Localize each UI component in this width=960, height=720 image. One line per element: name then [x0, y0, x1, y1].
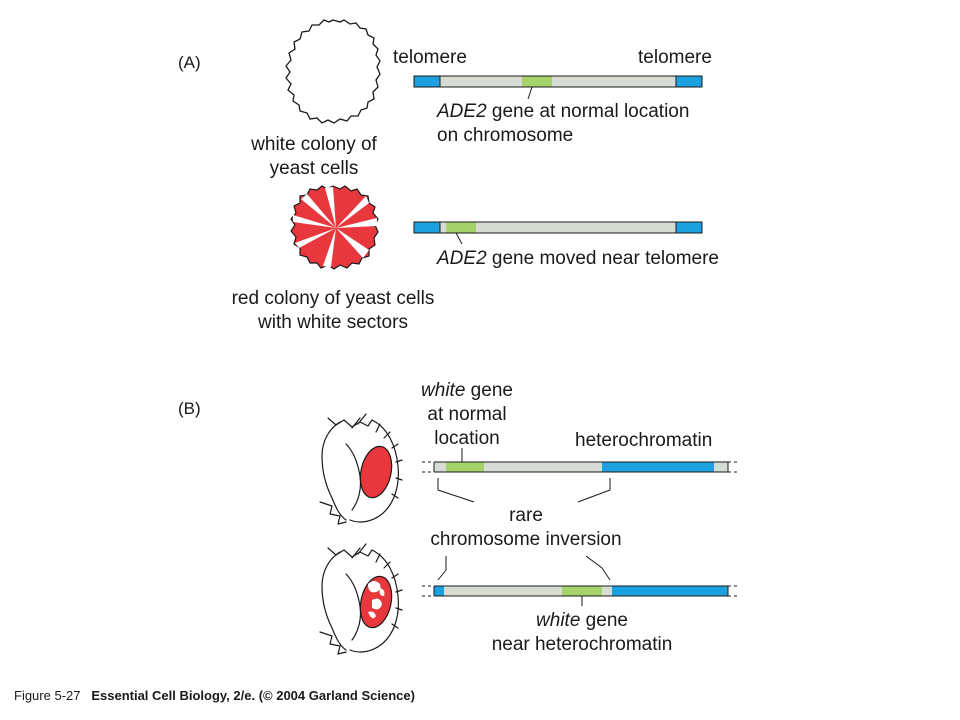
ade2-normal-label-line1: ADE2 gene at normal location: [436, 101, 689, 122]
heterochromatin-label: heterochromatin: [575, 430, 712, 451]
inversion-label-line2: chromosome inversion: [430, 529, 621, 550]
white-colony-label-line1: white colony of: [250, 134, 377, 155]
ade2-normal-label-line2: on chromosome: [437, 125, 573, 146]
white-gene-label-line2: at normal: [427, 404, 506, 425]
red-colony-label-line1: red colony of yeast cells: [232, 288, 435, 309]
fly-head-red-eye-icon: [319, 413, 403, 525]
red-colony-label-line2: with white sectors: [257, 312, 408, 333]
telomere-left-segment: [413, 75, 441, 88]
white-near-label-line2: near heterochromatin: [492, 634, 673, 655]
inversion-lines: [437, 478, 611, 581]
white-near-label-line1: white gene: [536, 610, 628, 631]
inversion-label-line1: rare: [509, 505, 543, 526]
telomere-right-segment-moved: [675, 221, 703, 234]
ade2-moved-pointer: [455, 232, 463, 245]
figure-source: Essential Cell Biology, 2/e. (© 2004 Gar…: [91, 688, 415, 703]
white-gene-segment-inverted: [562, 586, 602, 596]
panel-b-label: (B): [178, 399, 201, 418]
telomere-left-label: telomere: [393, 47, 467, 68]
heterochromatin-segment: [602, 462, 714, 472]
chromosome-white-normal: [422, 461, 740, 473]
ade2-gene-segment: [522, 76, 552, 87]
heterochromatin-stub-segment: [434, 586, 444, 596]
ade2-moved-label: ADE2 gene moved near telomere: [436, 248, 719, 269]
white-gene-label-line1: white gene: [421, 380, 513, 401]
chromosome-ade2-near-telomere: [413, 221, 703, 234]
figure-number: Figure 5-27: [14, 688, 81, 703]
white-colony-label-line2: yeast cells: [270, 158, 359, 179]
fly-head-mottled-eye-icon: [319, 543, 403, 655]
telomere-right-label: telomere: [638, 47, 712, 68]
white-gene-label-line3: location: [434, 428, 500, 449]
panel-a-label: (A): [178, 53, 201, 72]
telomere-right-segment: [675, 75, 703, 88]
ade2-gene-segment-moved: [446, 222, 476, 233]
white-gene-segment: [446, 462, 484, 472]
chromosome-white-near-heterochromatin: [422, 585, 740, 597]
white-colony-icon: [285, 19, 381, 124]
figure-caption: Figure 5-27 Essential Cell Biology, 2/e.…: [14, 688, 415, 703]
telomere-left-segment-moved: [413, 221, 441, 234]
chromosome-normal-ade2: [413, 75, 703, 88]
ade2-normal-pointer: [527, 86, 533, 100]
heterochromatin-segment-inverted: [612, 586, 728, 596]
red-sectored-colony-icon: [290, 185, 379, 270]
